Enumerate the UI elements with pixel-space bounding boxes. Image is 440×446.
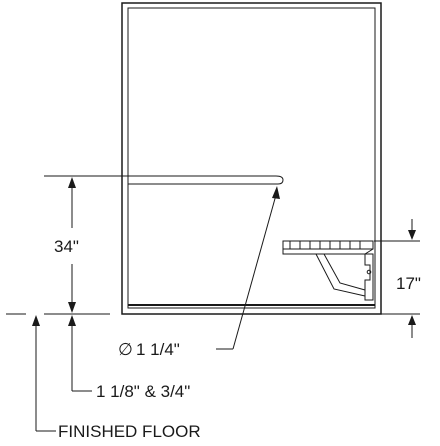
enclosure-inner-wall xyxy=(127,7,376,309)
diameter-leader xyxy=(216,186,280,350)
shower-enclosure xyxy=(121,2,382,315)
floor-offset-leader xyxy=(68,315,92,392)
bar-diameter-label: 1 1/4" xyxy=(136,340,180,359)
seat-height-label: 17" xyxy=(396,274,421,293)
enclosure-outer-wall xyxy=(121,2,382,315)
dimension-17 xyxy=(374,219,420,338)
grab-bar xyxy=(128,175,284,185)
grab-bar-height-label: 34" xyxy=(54,237,79,256)
finished-floor-label: FINISHED FLOOR xyxy=(58,422,201,441)
dimension-34 xyxy=(44,175,128,315)
floor-offset-label: 1 1/8" & 3/4" xyxy=(96,382,190,401)
diameter-symbol: ∅ xyxy=(118,340,133,359)
fold-down-seat xyxy=(282,240,374,301)
finished-floor-leader xyxy=(6,313,56,432)
